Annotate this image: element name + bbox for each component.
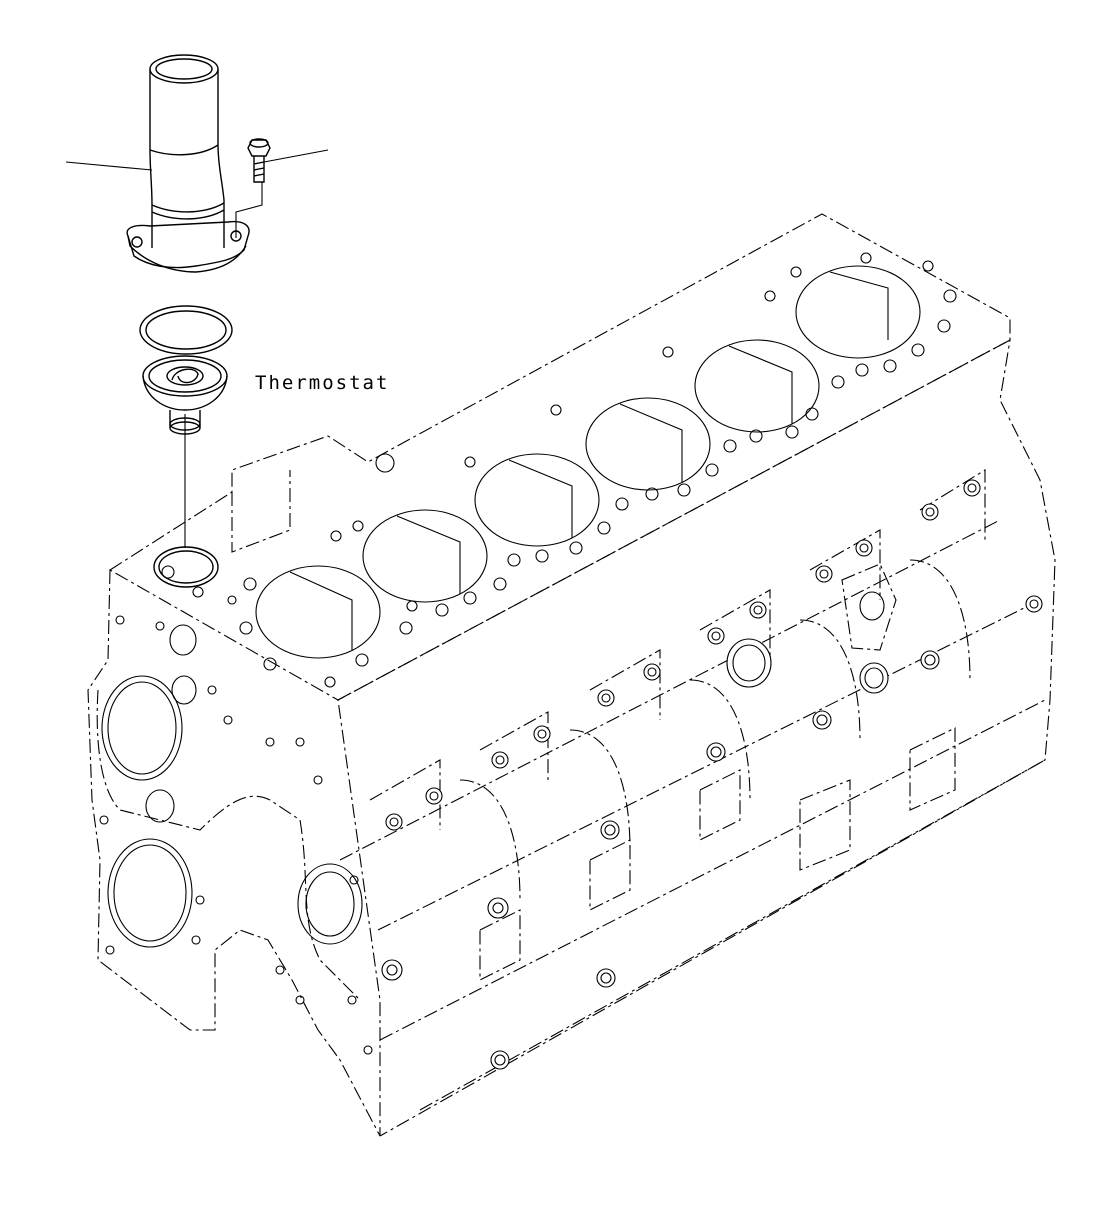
housing-bolt	[247, 138, 271, 183]
gasket	[139, 305, 233, 355]
side-features	[369, 469, 1043, 1070]
thermostat-seat	[153, 546, 219, 588]
cylinder-bores	[255, 265, 921, 659]
thermostat	[142, 355, 228, 435]
deck-notch	[231, 470, 291, 553]
front-face-inner-contour	[96, 689, 361, 1001]
lower-rail-3	[339, 519, 1001, 861]
block-front-face	[87, 569, 381, 1137]
skirt-line	[419, 759, 1046, 1111]
deck-holes	[161, 252, 957, 688]
engine-block	[87, 213, 1056, 1137]
front-face-features	[99, 615, 373, 1055]
leader-lines	[65, 149, 329, 548]
lower-rail-1	[377, 599, 1041, 931]
thermostat-label: Thermostat	[255, 372, 390, 394]
thermostat-housing	[126, 54, 250, 273]
block-side-face	[337, 338, 1056, 1137]
